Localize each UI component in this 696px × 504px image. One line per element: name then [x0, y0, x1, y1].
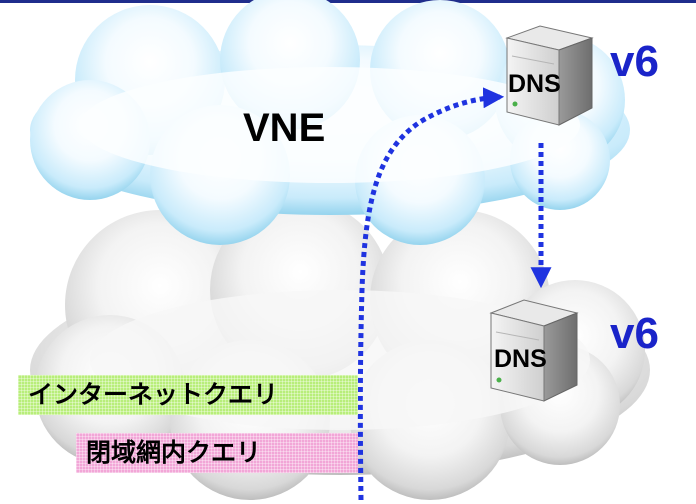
dns-server-top: [505, 25, 594, 126]
dns-server-bottom: [489, 299, 579, 402]
top-rule: [0, 0, 696, 3]
version-label-top: v6: [610, 37, 659, 86]
legend-internet-query: インターネットクエリ: [18, 375, 358, 415]
dns-label-top: DNS: [508, 70, 561, 98]
version-label-bottom: v6: [610, 309, 659, 358]
legend-closed-network-query: 閉域網内クエリ: [76, 433, 358, 473]
vne-label: VNE: [243, 106, 326, 150]
dns-label-bottom: DNS: [494, 345, 547, 373]
